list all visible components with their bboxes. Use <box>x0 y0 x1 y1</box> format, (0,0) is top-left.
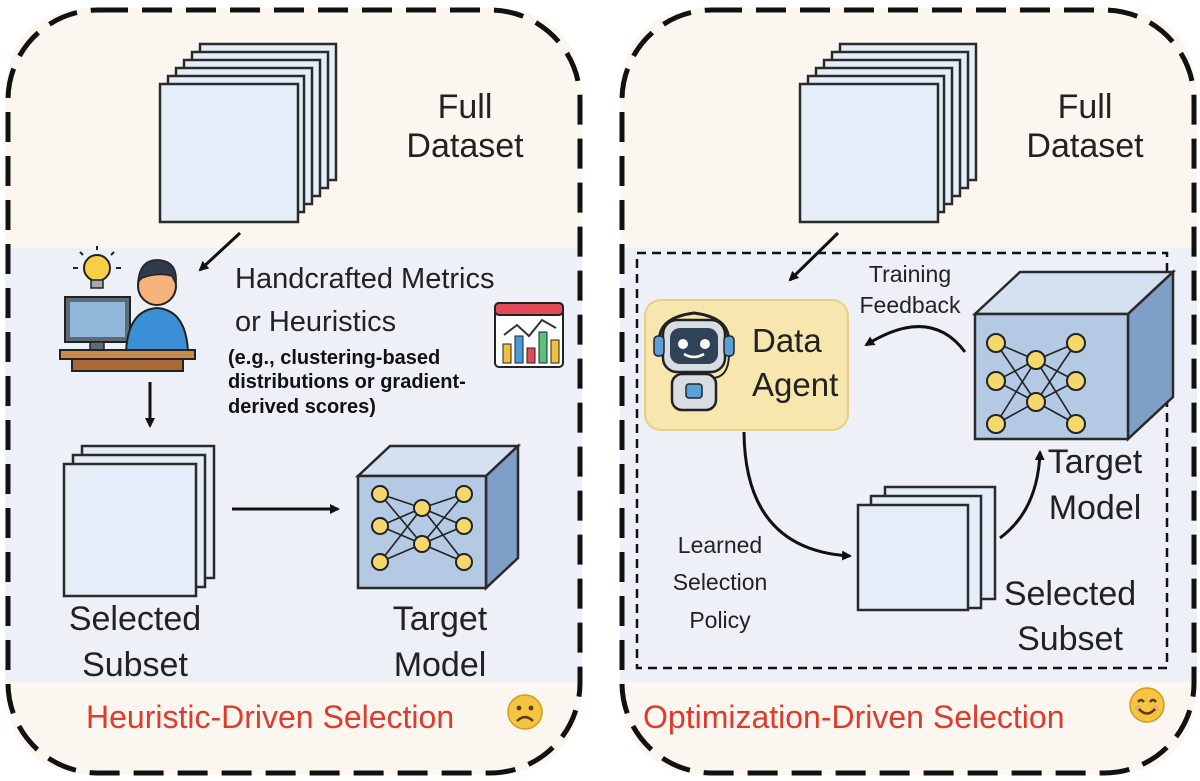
left-panel <box>5 7 583 776</box>
arrow-dataset-to-heuristics <box>198 231 242 272</box>
lightbulb-icon <box>73 246 121 289</box>
optimization-driven-caption: Optimization-Driven Selection <box>643 699 1065 735</box>
smiling-face-icon <box>1129 687 1165 723</box>
arrow-dataset-to-agent <box>788 231 840 282</box>
analytics-chart-icon <box>494 302 564 368</box>
left-full-dataset-label: Full Dataset <box>406 88 524 166</box>
right-target-model-cube <box>971 269 1177 442</box>
arrow-agent-to-subset <box>742 431 852 561</box>
arrow-subset-to-model-right <box>999 450 1045 540</box>
heuristic-driven-caption: Heuristic-Driven Selection <box>86 699 455 735</box>
handcrafted-metrics-label: Handcrafted Metrics or Heuristics <box>235 263 495 338</box>
right-selected-subset-stack <box>856 485 997 612</box>
right-full-dataset-label: Full Dataset <box>1026 88 1144 166</box>
learned-selection-policy-label: Learned Selection Policy <box>672 532 768 633</box>
right-panel-border <box>619 7 1197 776</box>
left-full-dataset-stack <box>158 42 338 224</box>
left-panel-border <box>5 7 583 776</box>
right-full-dataset-stack <box>798 42 978 224</box>
training-feedback-label: Training Feedback <box>859 261 961 318</box>
left-target-model-label: Target Model <box>392 600 488 684</box>
person-at-computer-icon <box>59 246 196 372</box>
left-selected-subset-stack <box>62 444 216 598</box>
arrow-feedback-to-agent <box>864 325 967 353</box>
right-selected-subset-label: Selected Subset <box>1003 575 1137 658</box>
right-target-model-label: Target Model <box>1047 443 1143 527</box>
robot-icon <box>653 311 735 412</box>
data-agent-label: Data Agent <box>752 322 839 403</box>
left-target-model-cube <box>354 443 522 591</box>
metrics-example-note: (e.g., clustering-based distributions or… <box>228 347 466 418</box>
right-panel <box>619 7 1197 776</box>
frowning-face-icon <box>507 694 543 730</box>
agent-loop-boundary <box>635 251 1169 670</box>
left-selected-subset-label: Selected Subset <box>68 600 202 684</box>
